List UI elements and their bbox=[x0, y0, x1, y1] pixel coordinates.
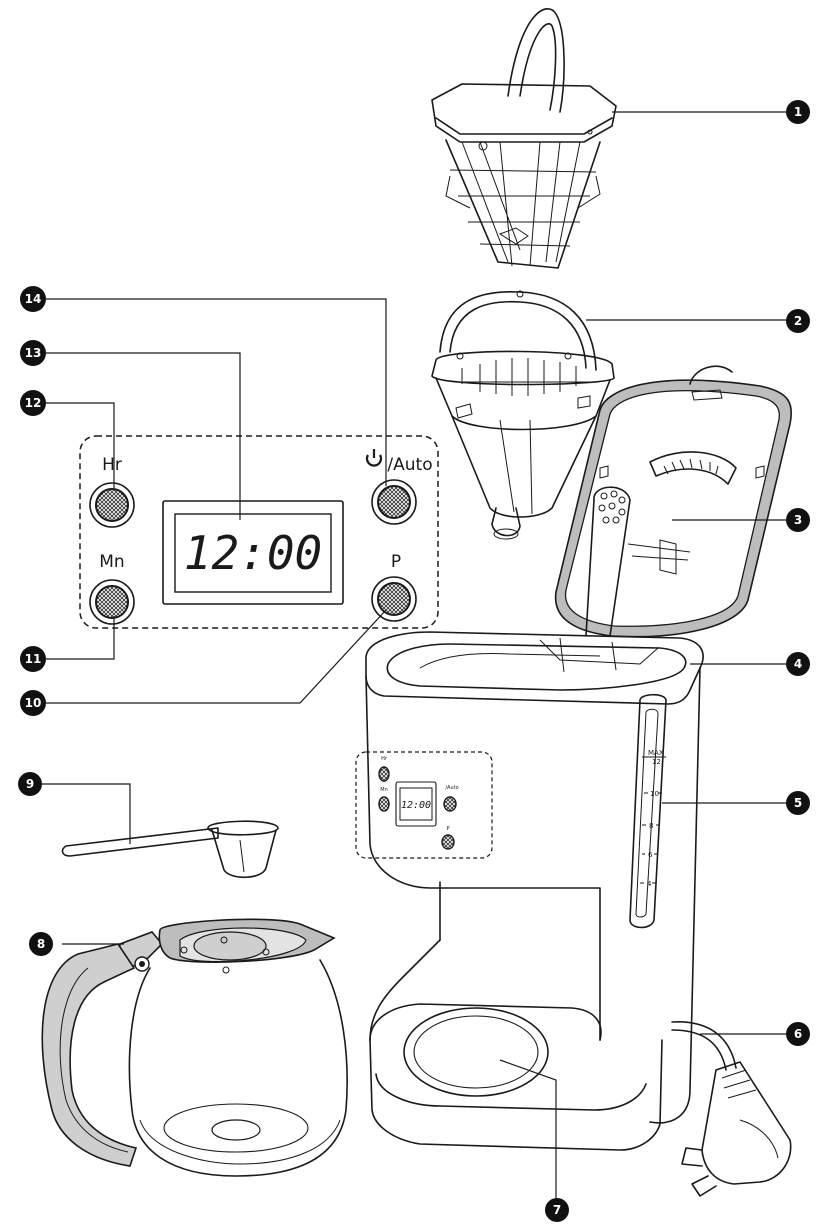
svg-text:11: 11 bbox=[25, 652, 42, 666]
filter-holder bbox=[431, 290, 615, 540]
svg-text:1: 1 bbox=[794, 105, 802, 119]
p-button[interactable] bbox=[371, 576, 417, 622]
small-lcd-display: 12:00 bbox=[401, 800, 431, 811]
callout-8: 8 bbox=[29, 932, 53, 956]
p-label: P bbox=[391, 552, 401, 572]
svg-text:8: 8 bbox=[37, 937, 45, 951]
small-mn-button bbox=[378, 796, 390, 812]
svg-text:Mn: Mn bbox=[380, 787, 387, 793]
coffee-maker-body: MAX 12 10 8 6 4 Hr Mn /Auto P 12:00 bbox=[355, 631, 704, 1151]
power-icon bbox=[365, 449, 383, 467]
callout-13: 13 bbox=[20, 340, 46, 366]
svg-text:12: 12 bbox=[25, 396, 42, 410]
callout-9: 9 bbox=[18, 772, 42, 796]
svg-text:14: 14 bbox=[25, 292, 42, 306]
callout-2: 2 bbox=[786, 309, 810, 333]
water-scale-6: 6 bbox=[648, 851, 653, 859]
callout-10: 10 bbox=[20, 690, 46, 716]
svg-text:13: 13 bbox=[25, 346, 42, 360]
power-auto-label: /Auto bbox=[387, 455, 432, 475]
svg-text:5: 5 bbox=[794, 796, 802, 810]
callout-4: 4 bbox=[786, 652, 810, 676]
power-cord bbox=[671, 1021, 792, 1197]
small-power-button bbox=[443, 796, 457, 812]
small-hr-button bbox=[378, 766, 390, 782]
svg-text:6: 6 bbox=[794, 1027, 802, 1041]
water-scale-12: 12 bbox=[652, 758, 661, 766]
svg-text:2: 2 bbox=[794, 314, 802, 328]
power-auto-button[interactable] bbox=[371, 479, 417, 525]
water-scale-max: MAX bbox=[648, 749, 664, 757]
lid bbox=[554, 365, 793, 638]
mn-label: Mn bbox=[99, 552, 124, 572]
measuring-spoon bbox=[61, 820, 279, 879]
callout-5: 5 bbox=[786, 791, 810, 815]
callout-1: 1 bbox=[786, 100, 810, 124]
svg-text:P: P bbox=[446, 826, 449, 832]
filter-basket bbox=[431, 8, 617, 269]
lcd-display-time: 12:00 bbox=[184, 526, 322, 580]
carafe bbox=[41, 918, 348, 1177]
svg-text:10: 10 bbox=[25, 696, 42, 710]
small-p-button bbox=[441, 834, 455, 850]
svg-text:7: 7 bbox=[553, 1203, 561, 1217]
water-scale-10: 10 bbox=[650, 790, 659, 798]
svg-text:/Auto: /Auto bbox=[445, 785, 458, 791]
svg-text:3: 3 bbox=[794, 513, 802, 527]
svg-text:Hr: Hr bbox=[381, 756, 388, 762]
callout-14: 14 bbox=[20, 286, 46, 312]
mn-button[interactable] bbox=[89, 579, 135, 625]
control-panel-detail: Hr Mn /Auto P 12:00 bbox=[79, 435, 439, 629]
hr-button[interactable] bbox=[89, 482, 135, 528]
svg-text:9: 9 bbox=[26, 777, 34, 791]
callout-7: 7 bbox=[545, 1198, 569, 1222]
water-scale-8: 8 bbox=[649, 822, 653, 830]
callout-12: 12 bbox=[20, 390, 46, 416]
callout-3: 3 bbox=[786, 508, 810, 532]
svg-text:4: 4 bbox=[794, 657, 802, 671]
water-scale-4: 4 bbox=[647, 880, 652, 888]
leader-lines bbox=[42, 111, 790, 1204]
callout-6: 6 bbox=[786, 1022, 810, 1046]
callout-11: 11 bbox=[20, 646, 46, 672]
hr-label: Hr bbox=[102, 455, 122, 475]
